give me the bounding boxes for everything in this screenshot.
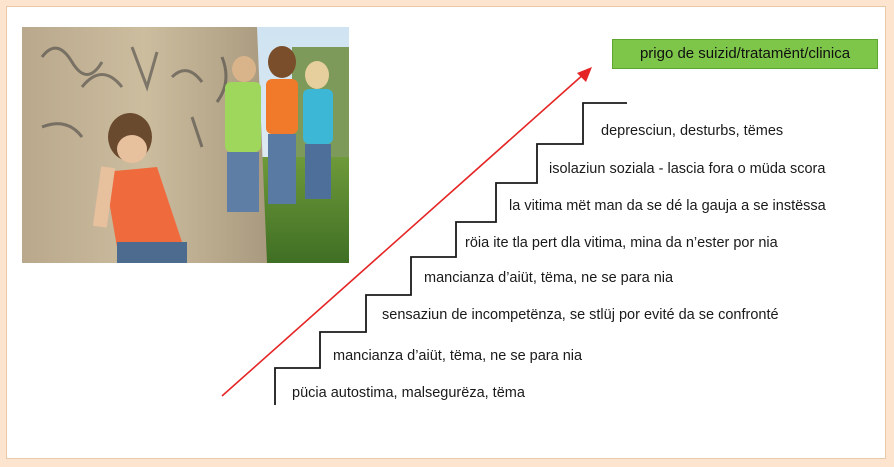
step-label-6: la vitima mët man da se dé la gauja a se… [509,198,826,214]
step-label-7: isolaziun soziala - lascia fora o müda s… [549,161,826,177]
step-label-5: röia ite tla pert dla vitima, mina da n’… [465,235,778,251]
step-label-4: mancianza d’aiüt, tëma, ne se para nia [424,270,674,286]
bullying-photo [22,27,349,263]
step-label-3: sensaziun de incompetënza, se stlüj por … [382,307,779,323]
goal-label: prigo de suizid/tratamënt/clinica [612,39,878,69]
step-label-8: depresciun, desturbs, tëmes [601,123,784,139]
step-label-2: mancianza d’aiüt, tëma, ne se para nia [333,348,583,364]
step-label-1: pücia autostima, malsegurëza, tëma [292,385,525,401]
photo-illustration [22,27,349,263]
